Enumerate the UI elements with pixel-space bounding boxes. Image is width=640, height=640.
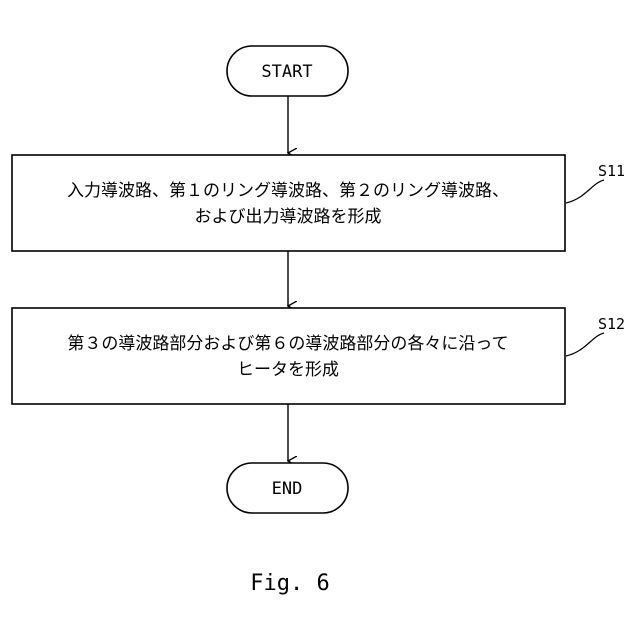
step-box-s12 [12,308,565,404]
step-s12-line-1: 第３の導波路部分および第６の導波路部分の各々に沿って [67,334,508,354]
leader-s12 [566,333,604,356]
end-label: END [272,479,303,499]
step-box-s11 [12,155,565,251]
start-label: START [261,62,312,82]
step-s11-line-1: 入力導波路、第１のリング導波路、第２のリング導波路、 [67,181,509,201]
figure-caption: Fig. 6 [250,571,329,596]
step-label-s11: S11 [598,162,625,180]
step-s12-line-2: ヒータを形成 [237,360,339,380]
step-label-s12: S12 [598,315,625,333]
leader-s11 [566,180,604,203]
step-s11-line-2: および出力導波路を形成 [195,207,382,227]
